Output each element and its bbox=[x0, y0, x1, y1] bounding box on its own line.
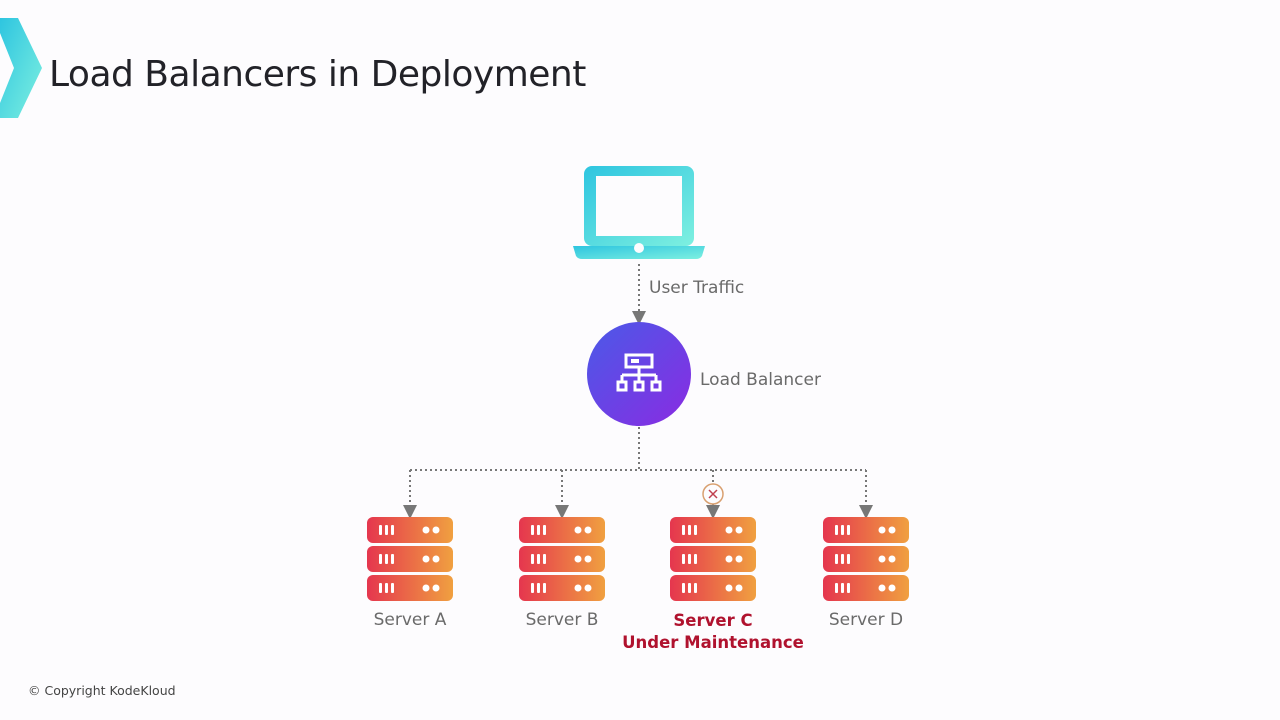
server-rack-icon bbox=[367, 517, 453, 601]
server-c-status: Under Maintenance bbox=[622, 633, 804, 652]
server-d-label: Server D bbox=[828, 610, 904, 630]
server-c-name: Server C bbox=[673, 611, 753, 630]
load-balancer-label: Load Balancer bbox=[700, 370, 821, 390]
slide-title: Load Balancers in Deployment bbox=[49, 54, 586, 95]
blocked-icon bbox=[702, 483, 724, 505]
network-hierarchy-icon bbox=[616, 353, 662, 392]
brand-chevron-icon bbox=[0, 18, 42, 118]
laptop-icon bbox=[573, 166, 705, 259]
server-a-label: Server A bbox=[373, 610, 447, 630]
server-rack-icon bbox=[670, 517, 756, 601]
user-traffic-label: User Traffic bbox=[649, 278, 745, 298]
server-b-label: Server B bbox=[525, 610, 599, 630]
server-rack-icon bbox=[823, 517, 909, 601]
load-balancer-node bbox=[587, 322, 691, 426]
copyright-notice: © Copyright KodeKloud bbox=[28, 683, 176, 698]
server-c-label: Server C Under Maintenance bbox=[613, 610, 813, 654]
server-rack-icon bbox=[519, 517, 605, 601]
distribution-connectors bbox=[403, 427, 873, 519]
